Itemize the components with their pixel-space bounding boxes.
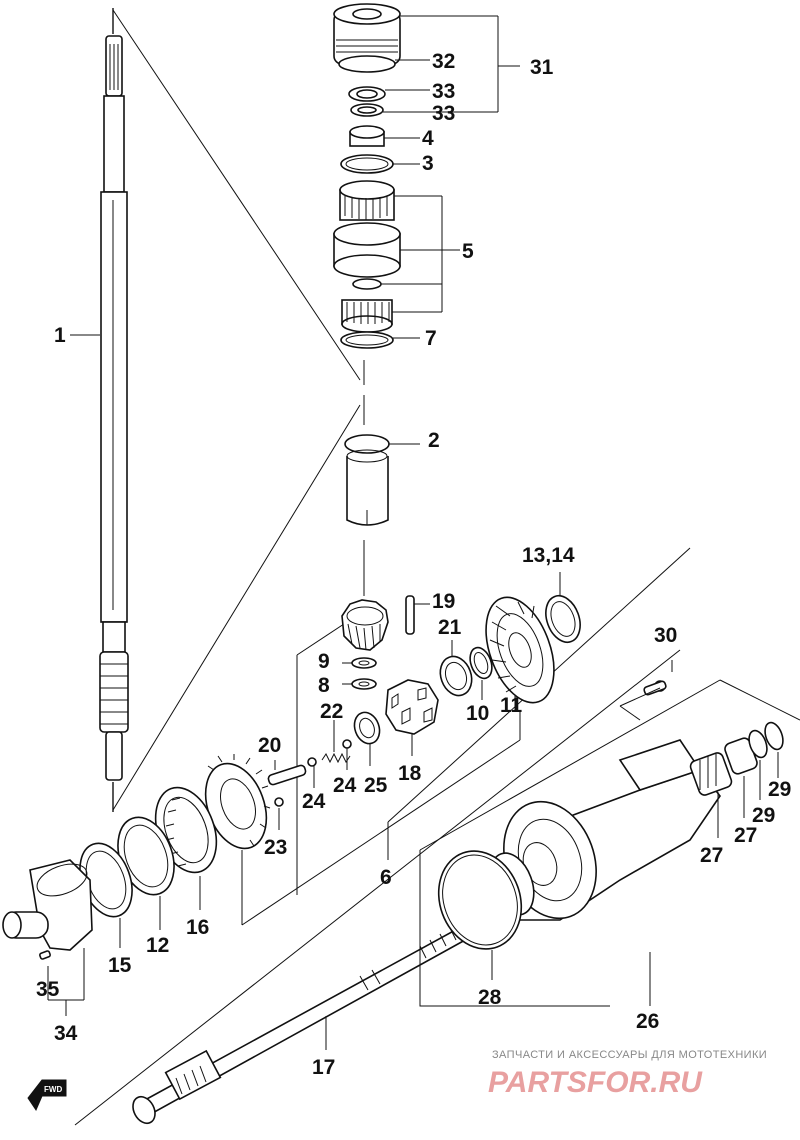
label-6: 6 [380, 866, 392, 889]
pinion-gear [341, 599, 389, 690]
detent-spring [267, 720, 352, 830]
label-27a: 27 [700, 844, 723, 867]
forward-gear [439, 572, 581, 740]
assembly-brackets [387, 679, 800, 1007]
shaft-sleeve [344, 434, 420, 526]
bearing-carrier [2, 859, 93, 1016]
watermark-brand: PARTSFOR.RU [488, 1066, 703, 1099]
label-30: 30 [654, 624, 677, 647]
shims [79, 816, 175, 948]
label-32: 32 [432, 50, 455, 73]
label-20: 20 [258, 734, 281, 757]
label-35: 35 [36, 978, 60, 1001]
label-24a: 24 [302, 790, 326, 813]
label-34: 34 [54, 1022, 78, 1045]
drive-shaft [99, 8, 129, 812]
propeller-shaft [132, 920, 478, 1125]
bearing-rings [333, 86, 401, 349]
label-31: 31 [530, 56, 554, 79]
label-7: 7 [425, 327, 437, 350]
fwd-badge: FWD [44, 1085, 62, 1094]
label-8: 8 [318, 674, 330, 697]
label-33b: 33 [432, 102, 455, 125]
label-4: 4 [422, 127, 434, 150]
label-33a: 33 [432, 80, 455, 103]
label-11: 11 [500, 694, 523, 717]
label-18: 18 [398, 762, 422, 785]
forward-arrow-icon: FWD [27, 1079, 67, 1112]
clutch-dog [353, 679, 439, 766]
label-17: 17 [312, 1056, 335, 1079]
label-22: 22 [320, 700, 343, 723]
label-28: 28 [478, 986, 502, 1009]
label-5: 5 [462, 240, 474, 263]
label-3: 3 [422, 152, 434, 175]
label-12: 12 [146, 934, 169, 957]
leader-lines-top [381, 15, 520, 339]
label-13-14: 13,14 [522, 544, 575, 567]
bearing-housing [333, 3, 401, 73]
label-2: 2 [428, 429, 440, 452]
label-23: 23 [264, 836, 287, 859]
label-27b: 27 [734, 824, 757, 847]
part-labels: 1 2 3 4 5 6 7 8 9 10 11 12 13,14 15 16 1… [36, 50, 791, 1079]
label-19: 19 [432, 590, 455, 613]
label-25: 25 [364, 774, 388, 797]
label-21: 21 [438, 616, 462, 639]
label-29b: 29 [768, 778, 791, 801]
label-16: 16 [186, 916, 209, 939]
label-24b: 24 [333, 774, 357, 797]
rear-bearings [689, 721, 784, 838]
watermark: ЗАПЧАСТИ И АКСЕССУАРЫ ДЛЯ МОТОТЕХНИКИ PA… [488, 1049, 767, 1099]
label-26: 26 [636, 1010, 659, 1033]
watermark-tagline: ЗАПЧАСТИ И АКСЕССУАРЫ ДЛЯ МОТОТЕХНИКИ [492, 1049, 767, 1061]
label-1: 1 [54, 324, 66, 347]
label-15: 15 [108, 954, 132, 977]
label-9: 9 [318, 650, 330, 673]
label-29a: 29 [752, 804, 775, 827]
pin [405, 595, 430, 635]
label-10: 10 [466, 702, 489, 725]
o-ring [437, 850, 523, 980]
guide-lines [74, 9, 691, 1126]
